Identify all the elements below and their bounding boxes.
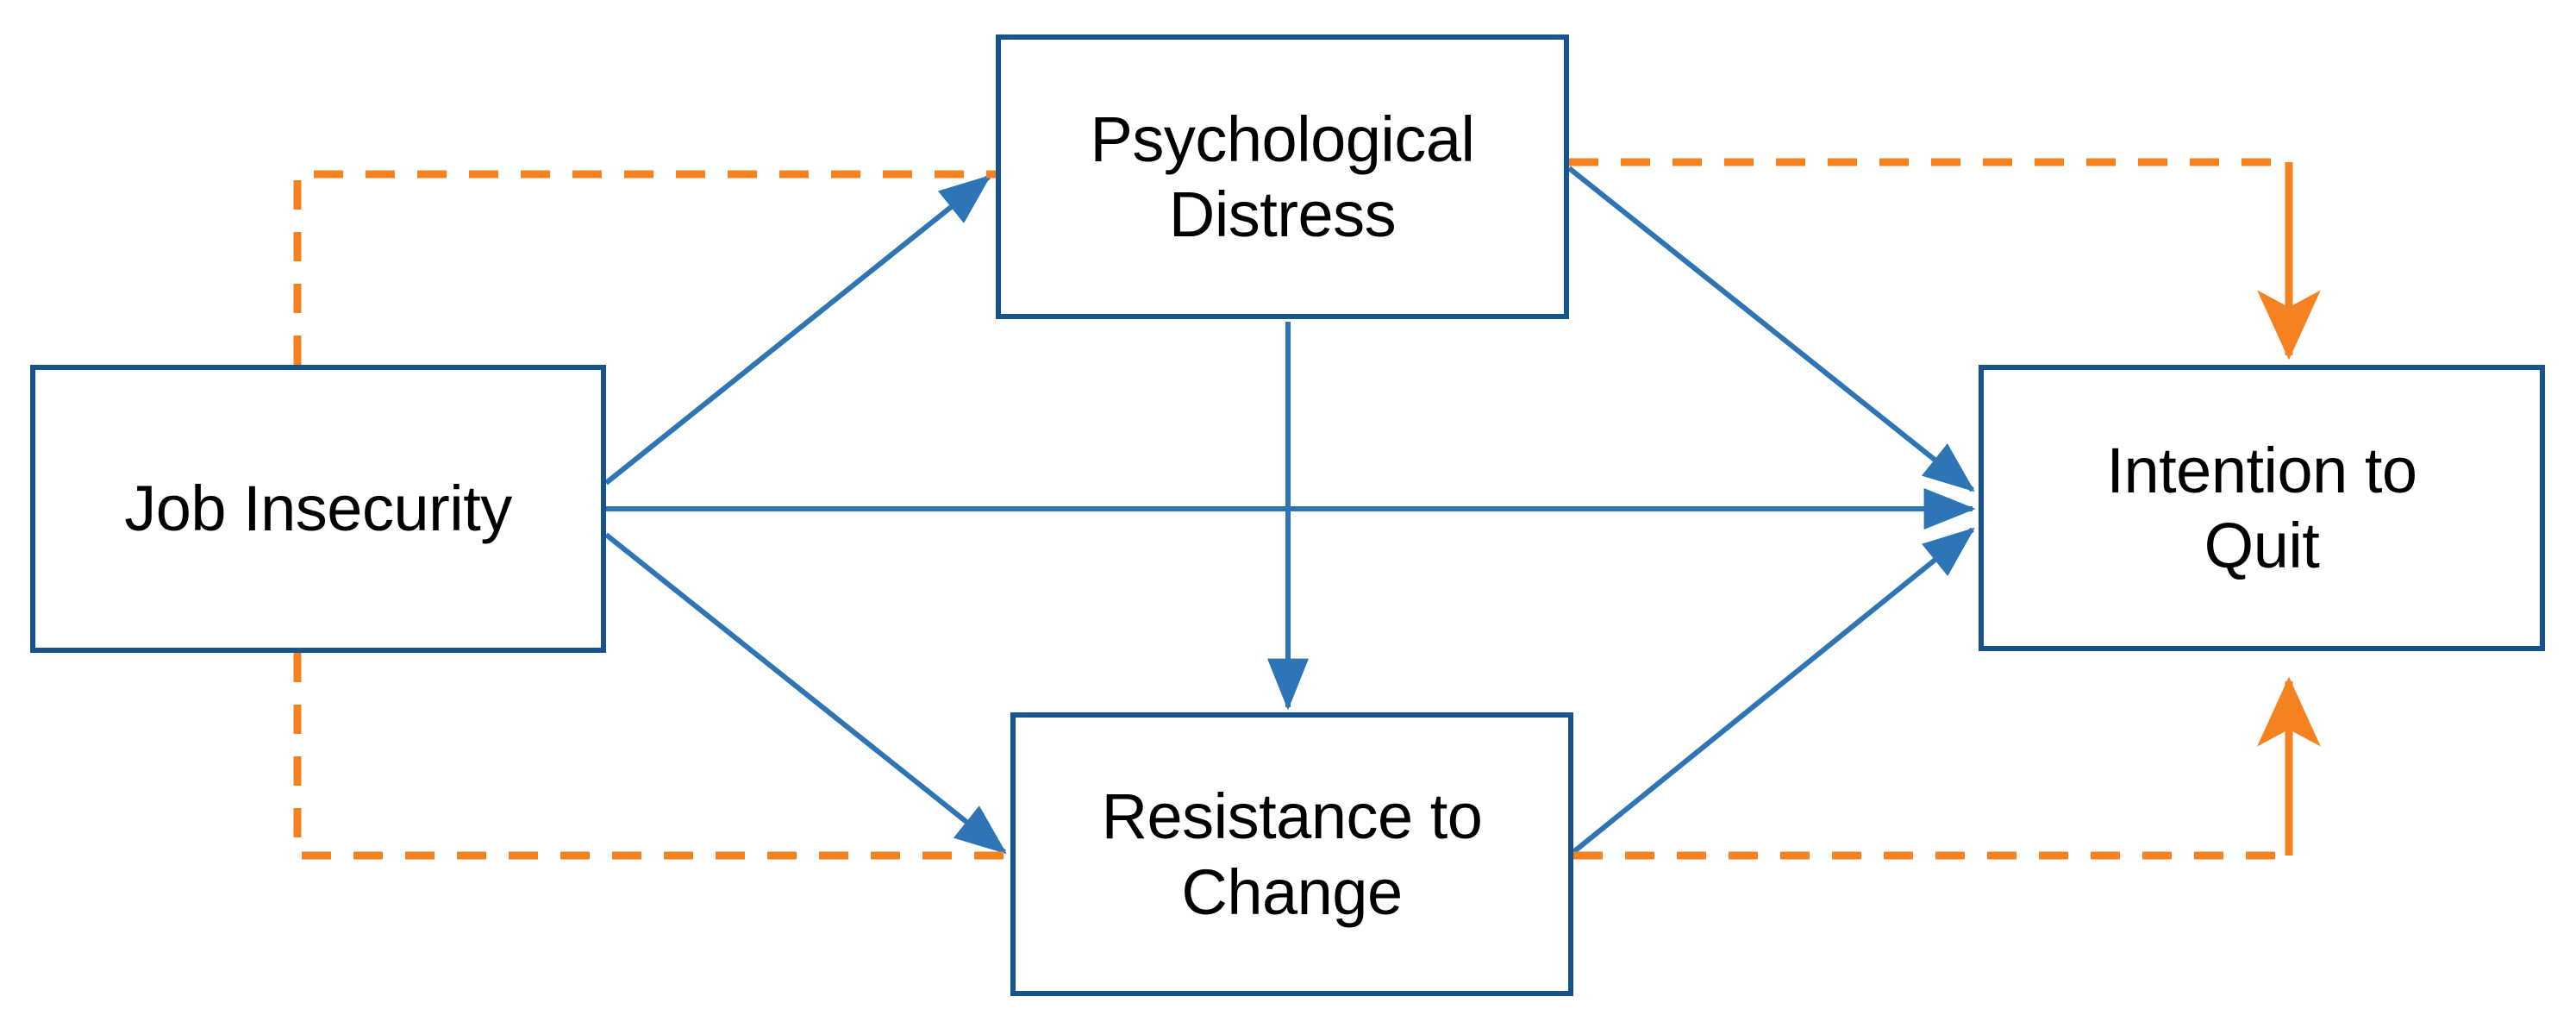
node-intention-to-quit[interactable]: Intention to Quit xyxy=(1979,365,2545,651)
edge-psychological-distress-to-intention-to-quit xyxy=(1567,166,1975,492)
edge-dashed-job-insecurity-to-psychological-distress xyxy=(293,170,996,365)
edge-dashed-job-insecurity-to-resistance-to-change xyxy=(293,653,1010,860)
node-job-insecurity-label: Job Insecurity xyxy=(124,473,512,545)
node-psychological-distress-label: Psychological Distress xyxy=(1090,103,1475,250)
node-intention-to-quit-label: Intention to Quit xyxy=(2106,434,2417,581)
node-resistance-to-change-label: Resistance to Change xyxy=(1101,780,1483,928)
edge-job-insecurity-to-resistance-to-change xyxy=(604,532,1007,855)
edge-job-insecurity-to-psychological-distress xyxy=(604,174,991,486)
edge-resistance-to-change-to-intention-to-quit xyxy=(1572,527,1975,855)
node-resistance-to-change[interactable]: Resistance to Change xyxy=(1010,712,1573,996)
node-psychological-distress[interactable]: Psychological Distress xyxy=(996,34,1569,319)
node-job-insecurity[interactable]: Job Insecurity xyxy=(30,365,606,653)
